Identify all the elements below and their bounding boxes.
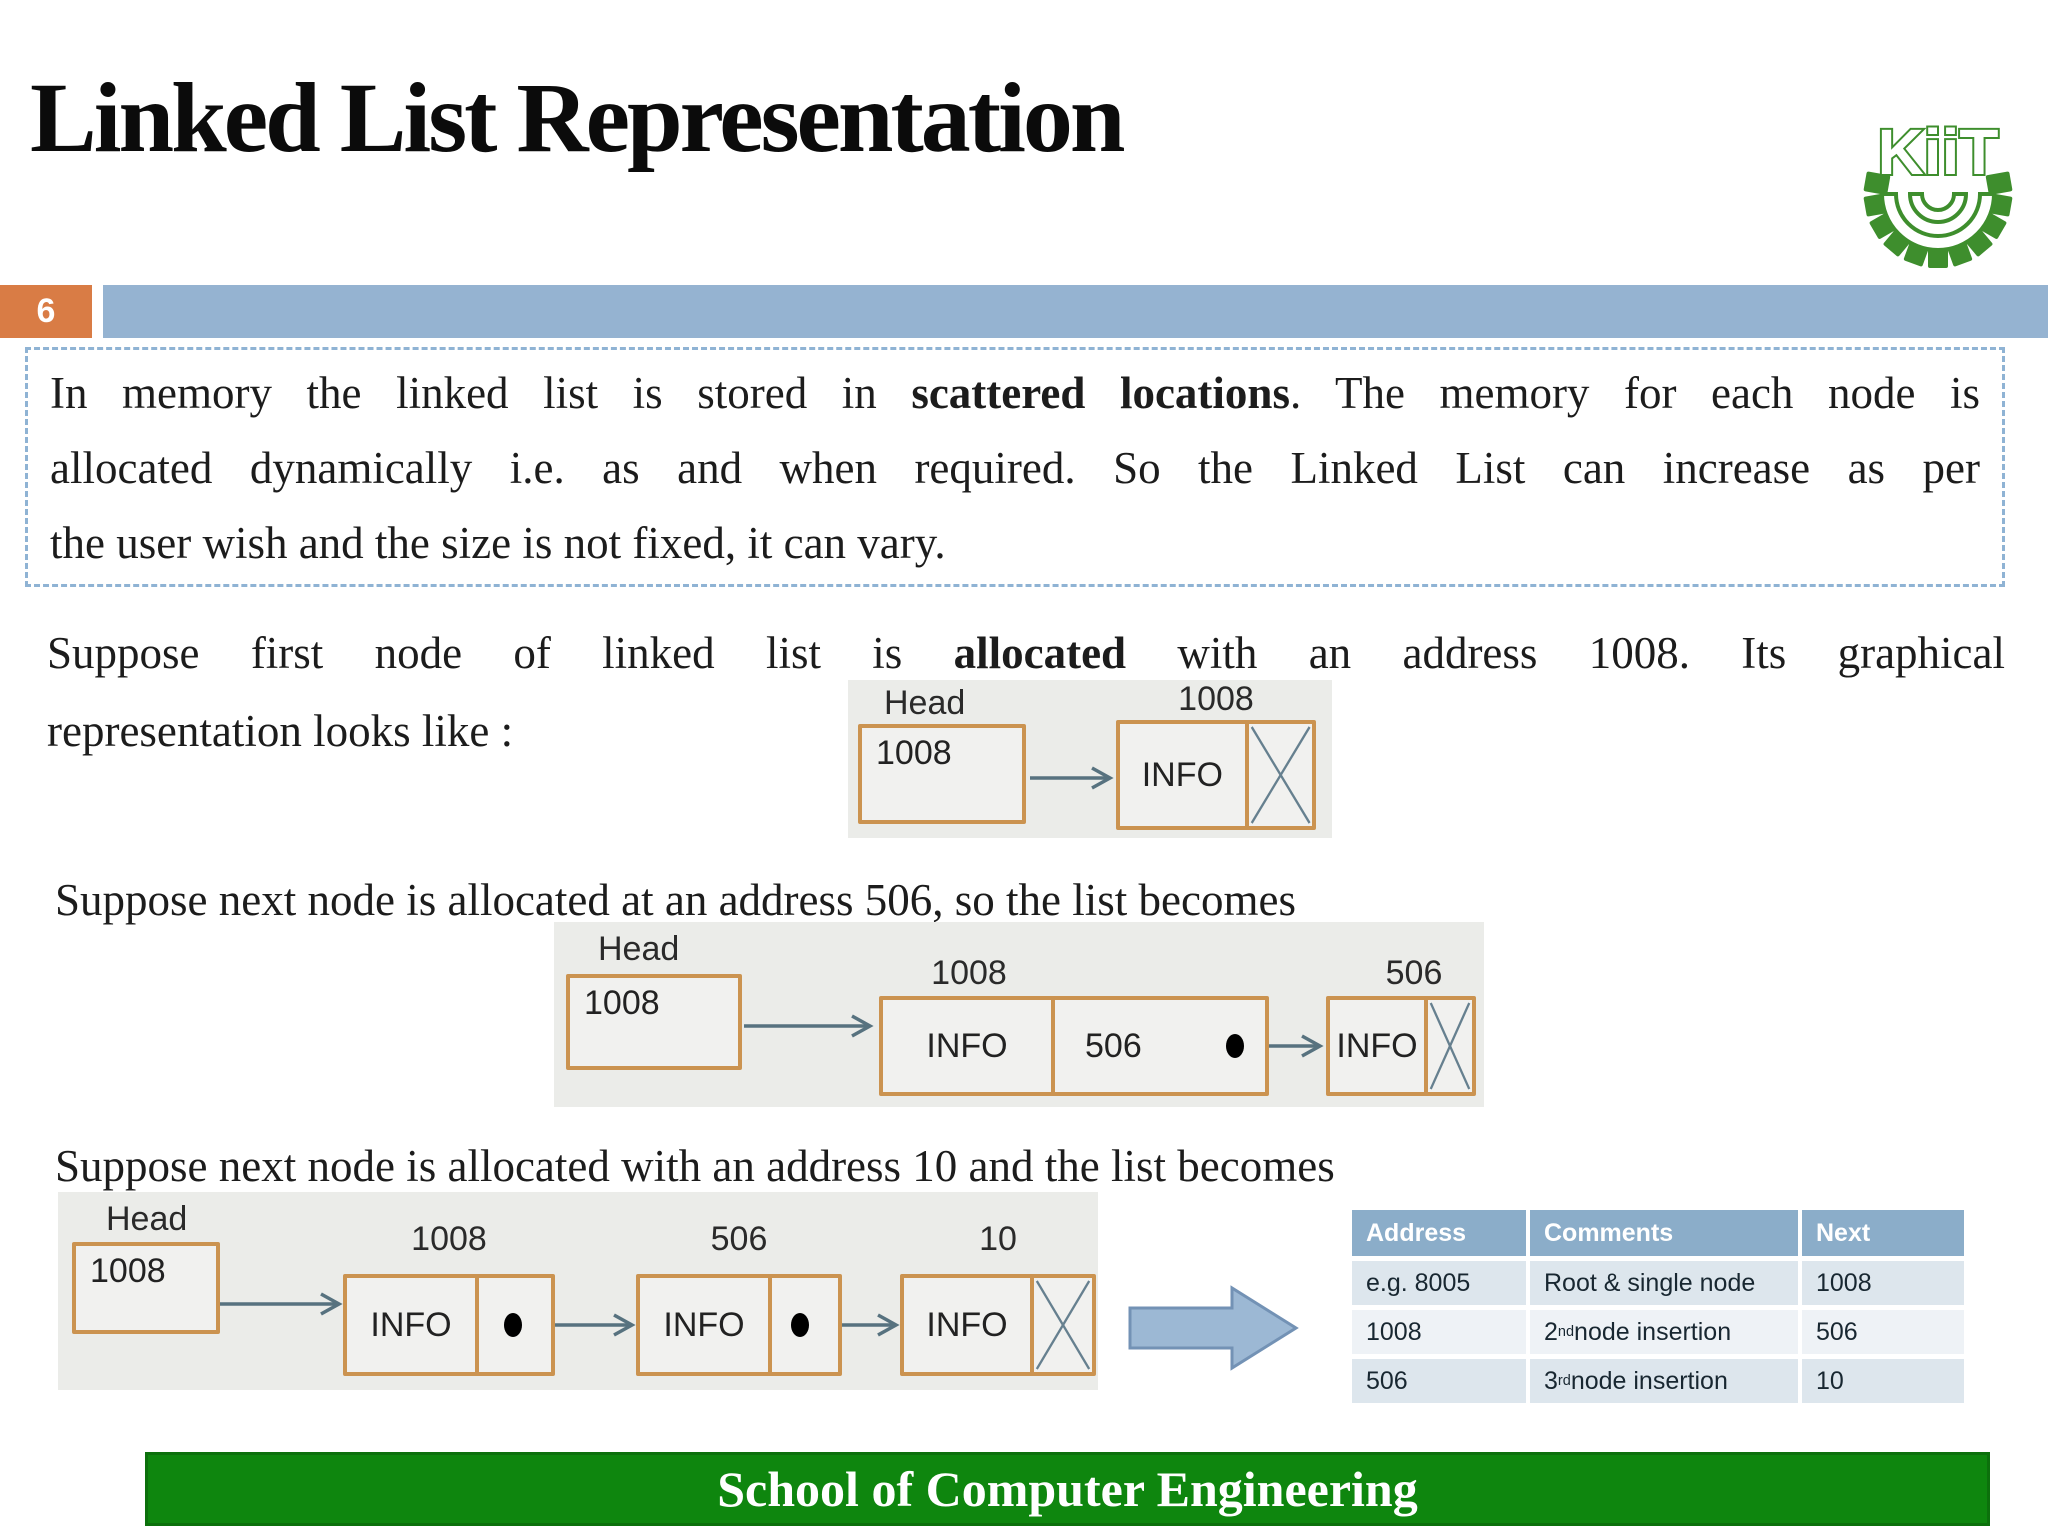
table-cell-comment: Root & single node bbox=[1530, 1261, 1798, 1305]
para-second-node: Suppose next node is allocated at an add… bbox=[55, 875, 1296, 925]
head-value: 1008 bbox=[584, 984, 660, 1022]
para-third-node: Suppose next node is allocated with an a… bbox=[55, 1141, 1335, 1191]
intro-line1-post: . The memory for each node is bbox=[1289, 368, 1981, 418]
intro-line-3: the user wish and the size is not fixed,… bbox=[50, 518, 946, 568]
node-box: INFO bbox=[1116, 720, 1316, 830]
comment-text: Root & single node bbox=[1544, 1268, 1756, 1297]
kiit-logo-icon: KiiT bbox=[1863, 114, 2013, 268]
page-number: 6 bbox=[36, 292, 56, 330]
table-cell-address: e.g. 8005 bbox=[1352, 1261, 1526, 1305]
diagram-third-node: Head 1008 1008 INFO 506 INFO 10 INFO bbox=[58, 1192, 1098, 1390]
pointer-dot-icon bbox=[791, 1313, 809, 1337]
table-header-address: Address bbox=[1352, 1210, 1526, 1256]
node-info-cell: INFO bbox=[1141, 755, 1223, 794]
null-x-icon bbox=[1429, 1002, 1471, 1090]
page-title: Linked List Representation bbox=[30, 62, 1126, 173]
node-address-label: 1008 bbox=[931, 954, 1007, 992]
node-address-label: 506 bbox=[1385, 954, 1443, 992]
head-box: 1008 bbox=[72, 1242, 220, 1334]
intro-line1-bold: scattered locations bbox=[911, 368, 1290, 418]
intro-text-box: In memory the linked list is stored in s… bbox=[25, 347, 2005, 587]
node-address-label: 506 bbox=[710, 1220, 768, 1258]
node-address-label: 1008 bbox=[411, 1220, 487, 1258]
pointer-dot-icon bbox=[504, 1313, 522, 1337]
para-first-node-line2: representation looks like : bbox=[47, 706, 514, 756]
right-arrow-icon bbox=[1128, 1285, 1299, 1371]
arrow-icon bbox=[1030, 766, 1114, 790]
null-x-icon bbox=[1035, 1280, 1091, 1370]
footer-banner: School of Computer Engineering bbox=[145, 1452, 1990, 1526]
comment-text: node insertion bbox=[1574, 1317, 1732, 1346]
para-first-node-post: with an address 1008. Its graphical bbox=[1126, 628, 2005, 678]
node-info-cell: INFO bbox=[1336, 1026, 1418, 1065]
node-null-cell bbox=[1244, 724, 1312, 826]
table-cell-next: 10 bbox=[1802, 1359, 1964, 1403]
node-box: INFO bbox=[343, 1274, 555, 1376]
node-next-cell: 506 bbox=[1051, 1000, 1265, 1092]
head-box: 1008 bbox=[858, 724, 1026, 824]
table-header-next: Next bbox=[1802, 1210, 1964, 1256]
node-box: INFO bbox=[1326, 996, 1476, 1096]
node-address-label: 10 bbox=[979, 1220, 1017, 1258]
page-number-badge: 6 bbox=[0, 285, 92, 338]
node-info-cell: INFO bbox=[370, 1305, 452, 1344]
null-x-icon bbox=[1250, 726, 1311, 824]
head-label: Head bbox=[884, 684, 966, 722]
node-info-cell: INFO bbox=[663, 1305, 745, 1344]
table-cell-next: 1008 bbox=[1802, 1261, 1964, 1305]
node-null-cell bbox=[1424, 1000, 1472, 1092]
header-divider-bar bbox=[103, 285, 2048, 338]
node-box: INFO bbox=[900, 1274, 1096, 1376]
node-info-cell: INFO bbox=[926, 1305, 1008, 1344]
node-box: INFO bbox=[636, 1274, 842, 1376]
node-null-cell bbox=[1030, 1278, 1092, 1372]
head-box: 1008 bbox=[566, 974, 742, 1070]
table-cell-address: 1008 bbox=[1352, 1310, 1526, 1354]
diagram-second-node: Head 1008 1008 INFO 506 506 INFO bbox=[554, 922, 1484, 1107]
intro-line-2: allocated dynamically i.e. as and when r… bbox=[50, 443, 1980, 493]
head-label: Head bbox=[598, 930, 680, 968]
comment-text: 3 bbox=[1544, 1366, 1558, 1395]
para-first-node-pre: Suppose first node of linked list is bbox=[47, 628, 954, 678]
pointer-dot-icon bbox=[1226, 1034, 1244, 1058]
node-info-cell: INFO bbox=[926, 1026, 1008, 1065]
para-first-node-bold: allocated bbox=[953, 628, 1127, 678]
intro-line-1: In memory the linked list is stored in s… bbox=[50, 356, 1980, 431]
comment-text: node insertion bbox=[1570, 1366, 1728, 1395]
head-value: 1008 bbox=[876, 734, 952, 772]
kiit-logo-text: KiiT bbox=[1878, 116, 1999, 188]
node-address-label: 1008 bbox=[1178, 680, 1254, 718]
para-first-node-line1: Suppose first node of linked list is all… bbox=[47, 615, 2005, 691]
diagram-first-node: Head 1008 1008 INFO bbox=[848, 680, 1332, 838]
node-box: INFO 506 bbox=[879, 996, 1269, 1096]
head-value: 1008 bbox=[90, 1252, 166, 1290]
table-header-comments: Comments bbox=[1530, 1210, 1798, 1256]
table-cell-address: 506 bbox=[1352, 1359, 1526, 1403]
node-next-cell bbox=[475, 1278, 551, 1372]
node-next-cell bbox=[768, 1278, 838, 1372]
head-label: Head bbox=[106, 1200, 188, 1238]
address-table: Address Comments Next e.g. 8005 Root & s… bbox=[1352, 1210, 1964, 1403]
footer-text: School of Computer Engineering bbox=[717, 1461, 1418, 1517]
table-cell-next: 506 bbox=[1802, 1310, 1964, 1354]
intro-line1-pre: In memory the linked list is stored in bbox=[50, 368, 912, 418]
arrow-icon bbox=[744, 1014, 1324, 1058]
comment-text: 2 bbox=[1544, 1317, 1558, 1346]
